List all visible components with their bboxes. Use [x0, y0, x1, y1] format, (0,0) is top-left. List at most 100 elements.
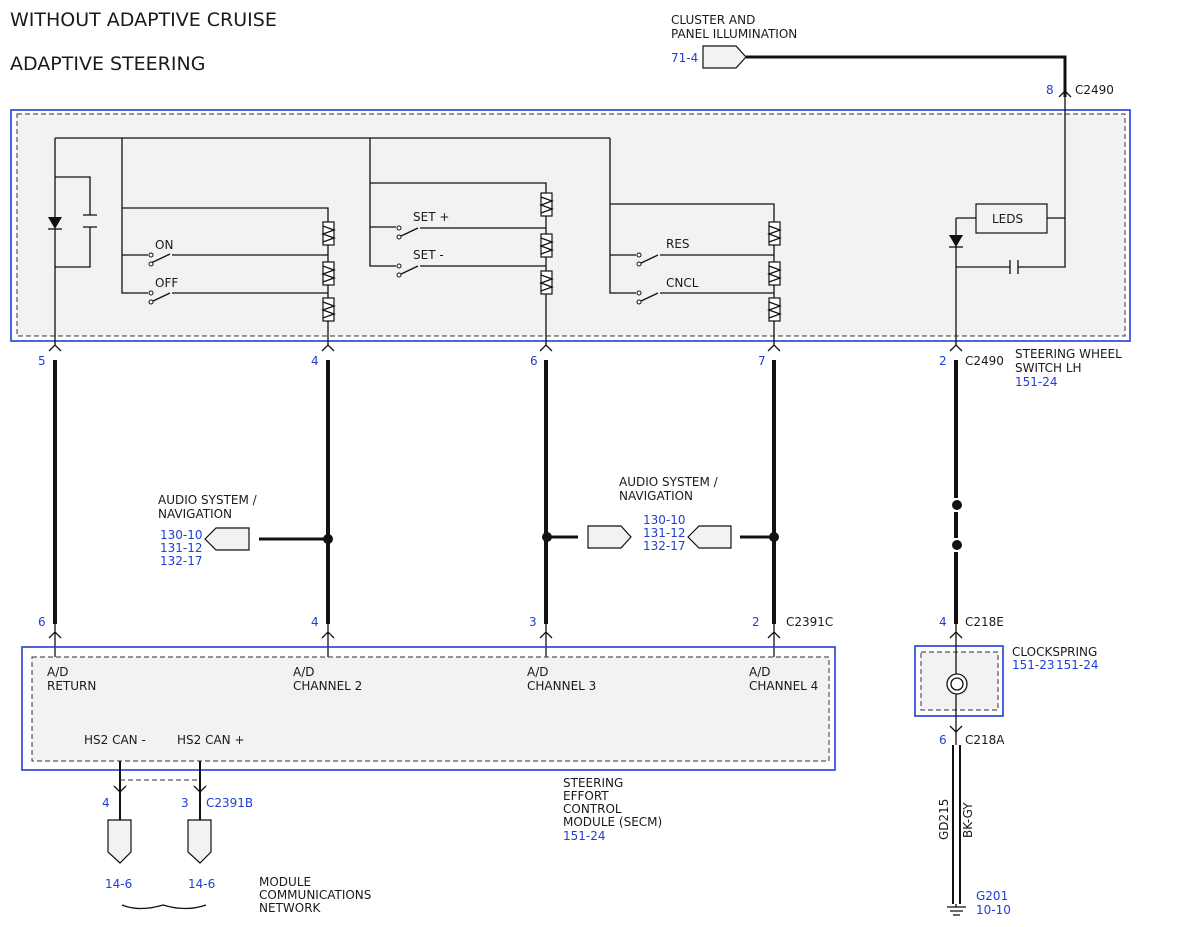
secm-ch2-line1: A/D — [293, 665, 315, 679]
audio-left-line1: AUDIO SYSTEM / — [158, 493, 258, 507]
cluster-label-line2: PANEL ILLUMINATION — [671, 27, 797, 41]
leds-wires — [956, 97, 1066, 268]
pin-arrow — [1058, 90, 1072, 98]
diode-icon — [48, 217, 62, 229]
secm-name-line2: EFFORT — [563, 789, 609, 803]
secm-name-line1: STEERING — [563, 776, 623, 790]
can-connector-id: C2391B — [206, 796, 253, 810]
audio-right-connector-flag — [687, 525, 732, 549]
splice-dot — [323, 534, 333, 544]
secm-name-line4: MODULE (SECM) — [563, 815, 662, 829]
res-switch — [638, 254, 774, 265]
cluster-illumination-reference: CLUSTER AND PANEL ILLUMINATION 71-4 8 C2… — [671, 13, 1114, 98]
channel-3-splice — [542, 525, 632, 549]
diagram-title: WITHOUT ADAPTIVE CRUISE — [10, 9, 277, 31]
led-capacitor-icon — [1009, 260, 1019, 274]
on-switch — [150, 253, 328, 264]
cncl-contact-b — [636, 299, 642, 305]
audio-right-ref-3[interactable]: 132-17 — [643, 539, 686, 553]
secm-ch1-line2: RETURN — [47, 679, 96, 693]
cluster-pin: 8 — [1046, 83, 1054, 97]
off-switch — [150, 292, 328, 303]
secm-ch4-line1: A/D — [749, 665, 771, 679]
capacitor-icon — [83, 214, 97, 228]
set-top-wire — [370, 182, 547, 193]
audio-right-line1: AUDIO SYSTEM / — [619, 475, 719, 489]
pin-5: 5 — [38, 354, 46, 368]
splice-dot — [952, 540, 962, 550]
secm-ref[interactable]: 151-24 — [563, 829, 606, 843]
secm-name-label: STEERING EFFORT CONTROL MODULE (SECM) 15… — [563, 776, 662, 843]
capacitor-loop — [55, 176, 91, 268]
audio-right-reference: AUDIO SYSTEM / NAVIGATION 130-10 131-12 … — [619, 475, 779, 553]
diagram-subtitle: ADAPTIVE STEERING — [10, 53, 205, 75]
secm-ch3-line1: A/D — [527, 665, 549, 679]
switch-off-label: OFF — [155, 276, 178, 290]
res-contact — [636, 252, 642, 258]
ground-symbol-icon — [947, 904, 966, 916]
pin-7: 7 — [758, 354, 766, 368]
can-plus-connector-flag — [187, 819, 212, 864]
network-ref-2[interactable]: 14-6 — [188, 877, 215, 891]
network-ref-1[interactable]: 14-6 — [105, 877, 132, 891]
res-feed-wire — [609, 138, 636, 294]
network-label-line2: COMMUNICATIONS — [259, 888, 371, 902]
clockspring-bottom-arrow — [949, 725, 963, 733]
ground-circuit-id: GD215 — [937, 799, 951, 840]
clockspring-bottom-pin: 6 — [939, 733, 947, 747]
cncl-switch — [638, 292, 774, 303]
clockspring-top-pin: 4 — [939, 615, 947, 629]
pin-4: 4 — [311, 354, 319, 368]
illumination-wire — [746, 55, 1067, 97]
switch-module-name-line1: STEERING WHEEL — [1015, 347, 1122, 361]
audio-left-line2: NAVIGATION — [158, 507, 232, 521]
audio-left-ref-2[interactable]: 131-12 — [160, 541, 203, 555]
onoff-top-wire — [122, 207, 329, 222]
ground-ref[interactable]: 10-10 — [976, 903, 1011, 917]
audio-right-ref-2[interactable]: 131-12 — [643, 526, 686, 540]
secm-can-plus: HS2 CAN + — [177, 733, 245, 747]
audio-right-line2: NAVIGATION — [619, 489, 693, 503]
secm-pin-4: 4 — [311, 615, 319, 629]
switch-cncl-label: CNCL — [666, 276, 699, 290]
splice-dot — [769, 532, 779, 542]
audio-right-ref-1[interactable]: 130-10 — [643, 513, 686, 527]
ground-name: G201 — [976, 889, 1008, 903]
onoff-feed-wire — [121, 138, 148, 294]
clockspring-ref-1[interactable]: 151-23 — [1012, 658, 1055, 672]
audio-left-ref-3[interactable]: 132-17 — [160, 554, 203, 568]
secm-pins: 6 4 3 2 C2391C — [38, 615, 833, 660]
led-diode-icon — [949, 235, 963, 247]
secm-module: A/D RETURN A/D CHANNEL 2 A/D CHANNEL 3 A… — [21, 646, 836, 771]
audio-left-ref-1[interactable]: 130-10 — [160, 528, 203, 542]
secm-pin-arrows — [48, 631, 781, 639]
can-wires — [119, 761, 201, 820]
pin-6: 6 — [530, 354, 538, 368]
network-label-line3: NETWORK — [259, 901, 322, 915]
switch-module-pins: 5 4 6 7 2 C2490 — [38, 344, 1004, 368]
switch-module-ref[interactable]: 151-24 — [1015, 375, 1058, 389]
clockspring-top-connector: C218E — [965, 615, 1004, 629]
clockspring: 4 C218E CLOCKSPRING 151-23 151-24 6 C218… — [914, 615, 1099, 747]
clockspring-bottom-connector: C218A — [965, 733, 1005, 747]
secm-ch1-line1: A/D — [47, 665, 69, 679]
secm-can-minus: HS2 CAN - — [84, 733, 146, 747]
clockspring-ref-2[interactable]: 151-24 — [1056, 658, 1099, 672]
secm-ch3-line2: CHANNEL 3 — [527, 679, 596, 693]
network-brace — [121, 904, 207, 910]
set-minus-contact — [396, 263, 402, 269]
splice-dot — [952, 500, 962, 510]
secm-pin-stubs — [54, 624, 775, 660]
set-feed-wire — [369, 138, 396, 267]
off-contact-b — [148, 299, 154, 305]
ground-wire-double — [952, 745, 961, 904]
resistor-9-zigzag — [767, 301, 782, 319]
cluster-ref[interactable]: 71-4 — [671, 51, 698, 65]
switch-res-label: RES — [666, 237, 690, 251]
resistor-6-zigzag — [539, 274, 554, 292]
ground-circuit: GD215 BK-GY G201 10-10 — [937, 745, 1011, 917]
can-pin-arrows — [113, 785, 207, 793]
leds-label: LEDS — [992, 212, 1023, 226]
secm-outline — [21, 646, 836, 771]
secm-ch2-line2: CHANNEL 2 — [293, 679, 362, 693]
